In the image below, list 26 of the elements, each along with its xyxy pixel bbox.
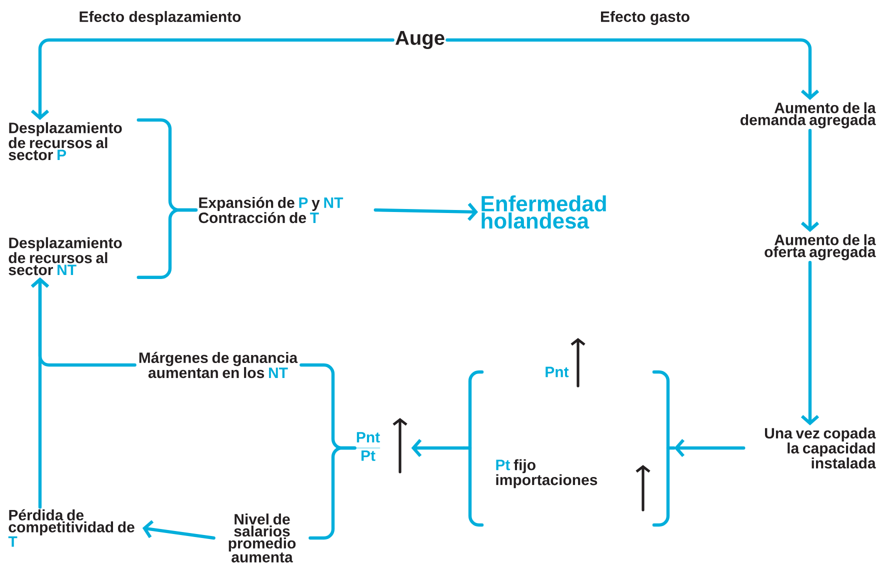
heading-text: Auge [396, 31, 444, 49]
arrow [30, 277, 136, 367]
arrow [446, 38, 820, 100]
bracket-line [308, 446, 356, 540]
step-text: Aumento de la demanda agregada [740, 102, 876, 128]
step-text: Desplazamiento de recursos al sector P [8, 122, 122, 160]
result-text: Enfermedad holandesa [482, 195, 606, 229]
bracket-line [136, 208, 198, 279]
arrow [800, 128, 820, 232]
arrow [30, 38, 394, 120]
edge-label: Efecto desplazamiento [76, 9, 244, 27]
step-text: Aumento de la oferta agregada [764, 234, 876, 260]
step-text: Márgenes de ganancia aumentan en los NT [139, 352, 298, 378]
arrow [800, 260, 820, 426]
step-text: Expansión de P y NT Contracción de T [198, 196, 344, 224]
step-text: Pérdida de competitividad de T [8, 509, 134, 547]
arrow [674, 438, 746, 458]
bracket-group: Pnt Pt fijo importaciones [462, 366, 676, 527]
edge-label: Efecto gasto [598, 8, 692, 28]
fraction-label: Pnt Pt [356, 432, 380, 461]
step-text: Desplazamiento de recursos al sector NT [8, 237, 122, 276]
arrow [142, 520, 216, 540]
arrow [374, 202, 478, 221]
step-text: Una vez copada la capacidad instalada [765, 428, 876, 468]
step-text: Nivel de salarios promedio aumenta [228, 514, 296, 562]
arrow [411, 438, 466, 458]
